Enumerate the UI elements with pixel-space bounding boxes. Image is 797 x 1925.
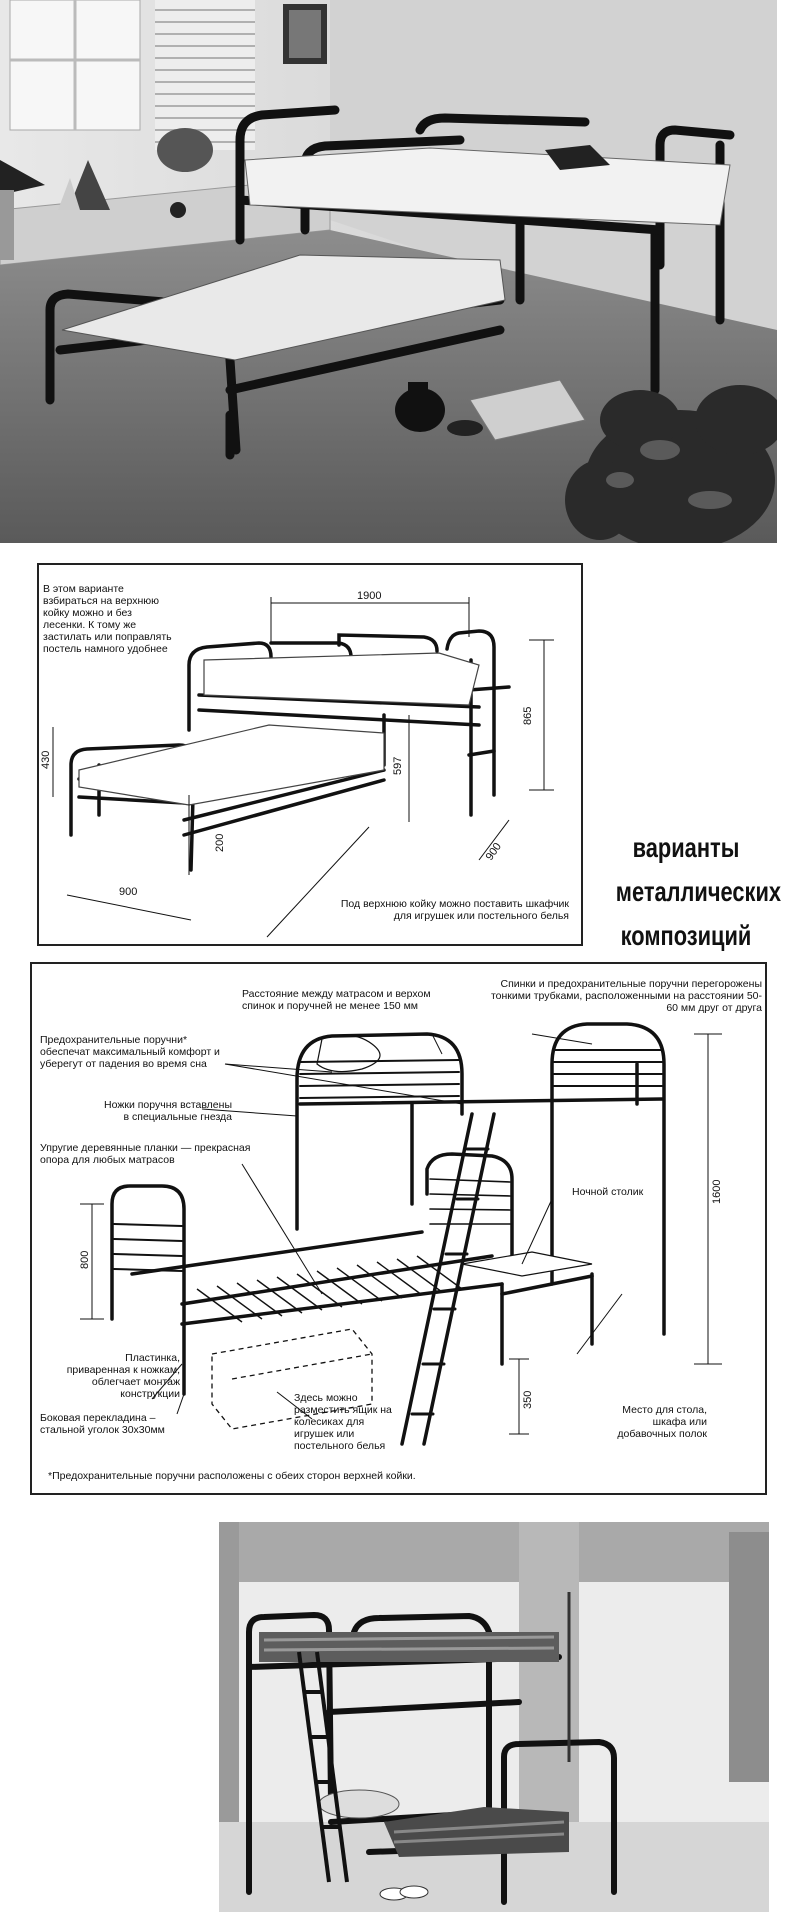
note-mattress-distance: Расстояние между матрасом и верхом спино… bbox=[242, 988, 431, 1012]
note-drawer: Здесь можно разместить ящик на колесиках… bbox=[294, 1392, 392, 1452]
dim-head-height: 430 bbox=[40, 751, 52, 769]
note-safety-rails: Предохранительные поручни* обеспечат мак… bbox=[40, 1034, 220, 1070]
heading-line-3: композиций bbox=[620, 920, 752, 951]
dim-width-lower: 900 bbox=[119, 886, 137, 898]
note-corner: Боковая перекладина – стальной уголок 30… bbox=[40, 1412, 165, 1436]
dim-width-upper: 900 bbox=[484, 841, 504, 863]
note-sockets: Ножки поручня вставлены в специальные гн… bbox=[104, 1099, 232, 1123]
diagram-bunk-bed: 1600 800 350 Расстояние между матрасом и… bbox=[30, 962, 767, 1495]
note-nightstand: Ночной столик bbox=[572, 1186, 644, 1198]
dim-length: 1900 bbox=[357, 590, 381, 602]
dim-total-height: 1600 bbox=[711, 1180, 723, 1204]
heading-line-1: варианты bbox=[632, 832, 740, 863]
dim-low-height: 800 bbox=[79, 1251, 91, 1269]
note-slats: Упругие деревянные планки — прекрасная о… bbox=[40, 1142, 251, 1166]
diagram-corner-beds: В этом варианте взбираться на верхнюю ко… bbox=[37, 563, 583, 946]
dim-table-height: 350 bbox=[522, 1391, 534, 1409]
dim-bed-height: 200 bbox=[214, 834, 226, 852]
section-heading: варианты металлических композиций bbox=[615, 826, 782, 958]
heading-line-2: металлических bbox=[615, 876, 782, 907]
caption-text: Под верхнюю койку можно поставить шкафчи… bbox=[340, 898, 569, 922]
dim-clearance: 597 bbox=[392, 757, 404, 775]
note-plate: Пластинка, приваренная к ножкам, облегча… bbox=[66, 1352, 180, 1400]
note-tubes: Спинки и предохранительные поручни перег… bbox=[490, 978, 762, 1014]
dim-height: 865 bbox=[522, 707, 534, 725]
intro-text: В этом варианте взбираться на верхнюю ко… bbox=[43, 583, 172, 655]
top-photo bbox=[0, 0, 777, 543]
note-space: Место для стола, шкафа или добавочных по… bbox=[617, 1404, 707, 1440]
bed-diagram-2: 1600 800 350 bbox=[79, 1022, 723, 1446]
footnote: *Предохранительные поручни расположены с… bbox=[48, 1470, 416, 1482]
bed-diagram-1: 1900 865 597 430 200 900 900 bbox=[40, 590, 554, 938]
bottom-photo bbox=[219, 1522, 769, 1912]
